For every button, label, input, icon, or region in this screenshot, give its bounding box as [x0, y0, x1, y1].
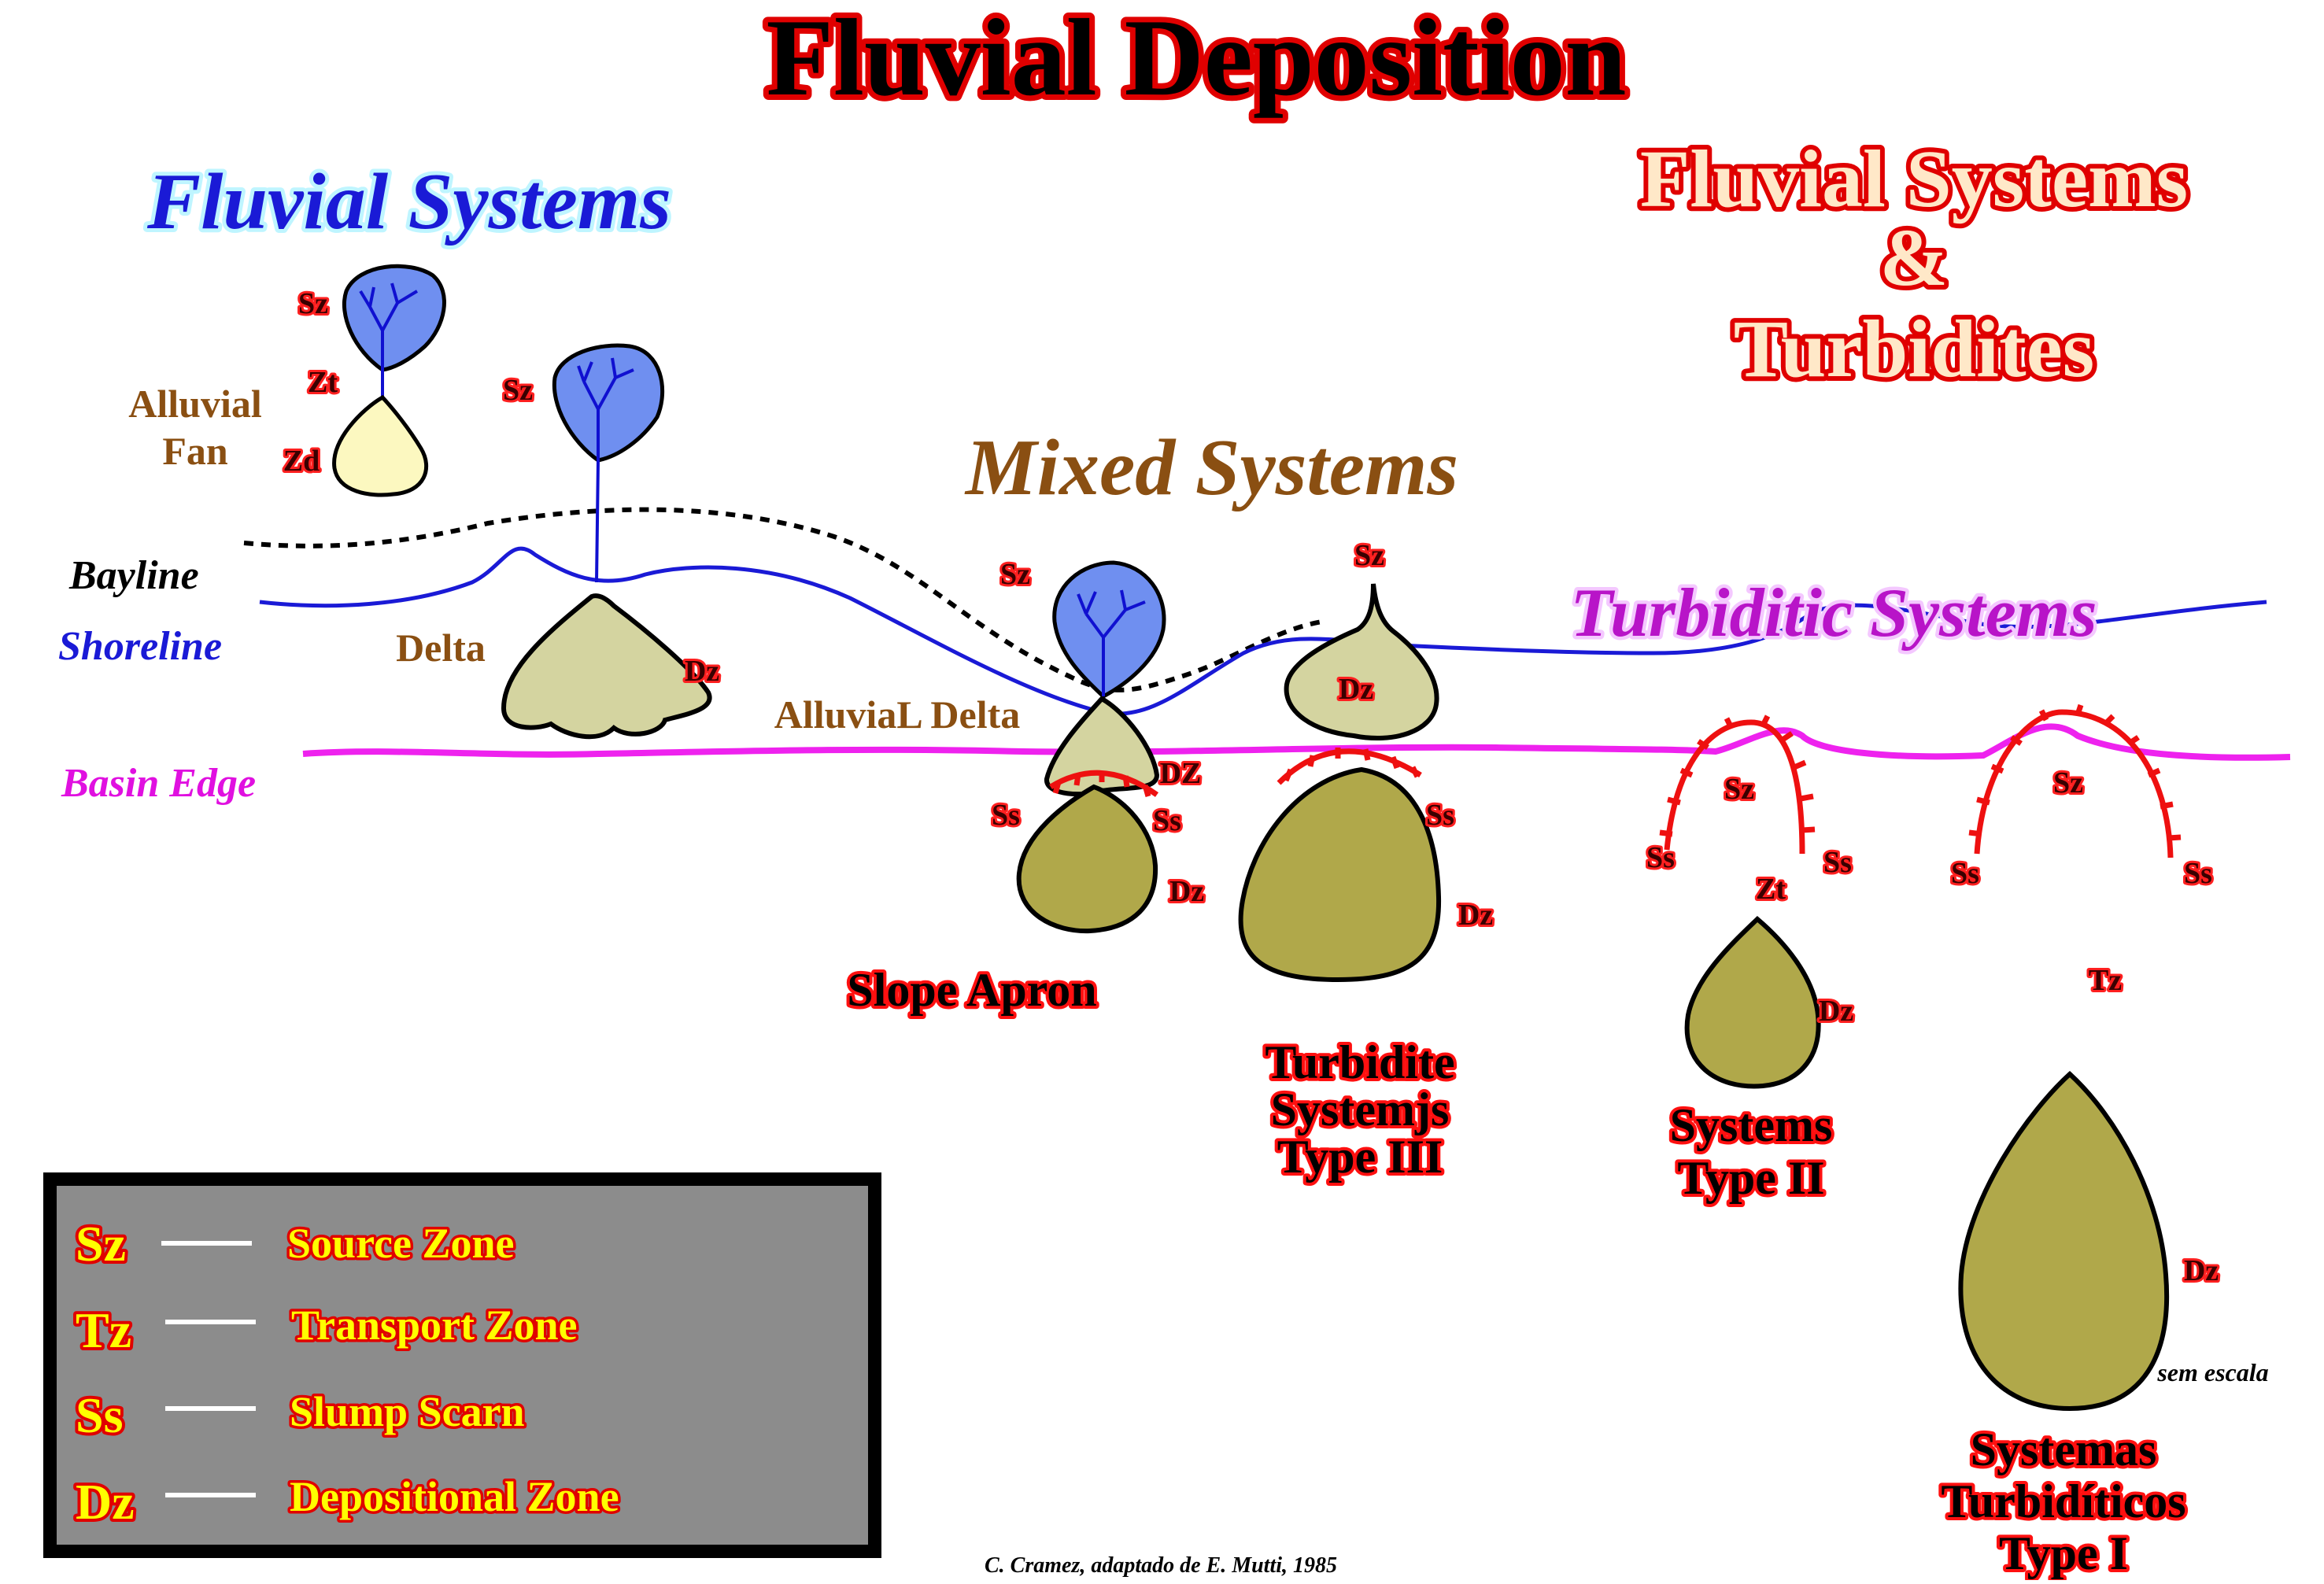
type1-ss-right-label: Ss: [2184, 857, 2212, 890]
legend-item-transport-zone: Tz Transport Zone: [72, 1299, 580, 1362]
apron-ss-left-label: Ss: [992, 799, 1020, 832]
basin-edge-label: Basin Edge: [61, 761, 256, 806]
alluvial-fan-zt-label: Zt: [308, 366, 338, 399]
bayline-line: [243, 507, 1323, 692]
type1-title-line2: Turbidíticos: [1941, 1475, 2185, 1527]
alluvial-fan-label-line1: Alluvial: [128, 382, 262, 426]
heading-mixed-systems: Mixed Systems: [964, 423, 1458, 512]
alluvial-fan-drainage: [359, 282, 419, 397]
shoreline-line: [259, 546, 2267, 716]
legend-box: Sz Source Zone Tz Transport Zone Ss Slum…: [43, 1172, 881, 1558]
type1-depositional-zone: [1958, 1070, 2170, 1412]
type2-depositional-zone: [1684, 915, 1821, 1089]
type1-title-line1: Systemas: [1971, 1423, 2157, 1475]
alluvial-fan-depositional-zone: [332, 394, 429, 497]
apron-slump-scarp: [1049, 770, 1159, 797]
legend-item-slump-scarn: Ss Slump Scarn: [72, 1384, 527, 1446]
basin-edge-line: [302, 723, 2291, 761]
type1-tz-label: Tz: [2089, 964, 2122, 997]
delta-dz-label: Dz: [685, 655, 719, 688]
alluvial-fan-source-zone: [342, 264, 446, 372]
slope-apron-label: Slope Apron: [847, 964, 1096, 1016]
delta-sz-label: Sz: [503, 374, 533, 407]
delta-label: Delta: [396, 626, 486, 670]
apron-drainage: [1077, 589, 1146, 696]
type3-slump-scarp: [1277, 748, 1422, 785]
type3-ss-label: Ss: [1426, 799, 1454, 832]
type2-ss-left-label: Ss: [1646, 841, 1675, 874]
apron-depositional-zone: [1016, 784, 1158, 934]
apron-ss-right-label: Ss: [1153, 804, 1181, 837]
legend-abbr: Ss: [76, 1387, 124, 1443]
legend-abbr: Dz: [76, 1474, 135, 1530]
type3-sz-label: Sz: [1354, 539, 1384, 572]
legend-text: Slump Scarn: [290, 1388, 525, 1435]
alluvial-fan-zd-label: Zd: [283, 445, 320, 478]
type1-slump-scarp: [1968, 703, 2182, 858]
legend-item-depositional-zone: Dz Depositional Zone: [72, 1471, 622, 1534]
type2-title-line1: Systems: [1670, 1099, 1833, 1151]
heading-fluvial-turbidites-line1: Fluvial Systems: [1640, 134, 2188, 224]
alluvial-delta-label: AlluviaL Delta: [774, 692, 1021, 737]
type2-dz-label: Dz: [1819, 995, 1853, 1028]
type1-ss-left-label: Ss: [1951, 857, 1979, 890]
apron-dz-upper-label: DZ: [1160, 757, 1202, 790]
scale-note: sem escala: [2156, 1358, 2268, 1386]
shoreline-label: Shoreline: [58, 624, 222, 669]
apron-dz-label: Dz: [1169, 875, 1204, 908]
delta-depositional-zone: [501, 593, 712, 740]
heading-fluvial-turbidites-line3: Turbidites: [1734, 304, 2095, 394]
type1-title-line3: Type I: [1999, 1527, 2128, 1579]
apron-sz-label: Sz: [1000, 558, 1030, 591]
heading-turbiditic-systems: Turbiditic Systems: [1571, 575, 2097, 652]
type2-slump-scarp: [1659, 714, 1816, 855]
type3-dz-upper-label: Dz: [1339, 673, 1373, 706]
type2-zt-label: Zt: [1756, 873, 1786, 906]
type1-sz-label: Sz: [2053, 766, 2083, 799]
legend-abbr: Tz: [76, 1302, 131, 1358]
legend-text: Transport Zone: [291, 1302, 578, 1349]
delta-drainage: [577, 357, 634, 583]
alluvial-fan-sz-label: Sz: [298, 287, 328, 320]
type2-sz-label: Sz: [1724, 773, 1754, 806]
type2-ss-right-label: Ss: [1823, 846, 1852, 879]
type3-title-line1: Turbidite: [1265, 1036, 1454, 1088]
type3-depositional-zone: [1238, 766, 1442, 983]
type3-upper-depositional-zone: [1284, 583, 1439, 740]
type2-title-line2: Type II: [1677, 1152, 1824, 1204]
heading-fluvial-systems: Fluvial Systems: [146, 157, 671, 246]
credit-text: C. Cramez, adaptado de E. Mutti, 1985: [985, 1553, 1337, 1578]
bayline-label: Bayline: [68, 553, 199, 598]
page-title: Fluvial Deposition: [767, 0, 1627, 119]
delta-source-zone: [552, 343, 664, 463]
legend-abbr: Sz: [76, 1216, 126, 1272]
type3-title-line2: Systemjs: [1271, 1084, 1450, 1135]
legend-item-source-zone: Sz Source Zone: [72, 1213, 517, 1275]
type3-title-line3: Type III: [1277, 1131, 1443, 1183]
alluvial-fan-label-line2: Fan: [162, 429, 228, 473]
type1-dz-label: Dz: [2184, 1254, 2219, 1287]
type3-dz-label: Dz: [1458, 899, 1493, 932]
heading-fluvial-turbidites-line2: &: [1880, 212, 1949, 303]
legend-text: Source Zone: [287, 1220, 515, 1267]
legend-text: Depositional Zone: [290, 1473, 619, 1520]
